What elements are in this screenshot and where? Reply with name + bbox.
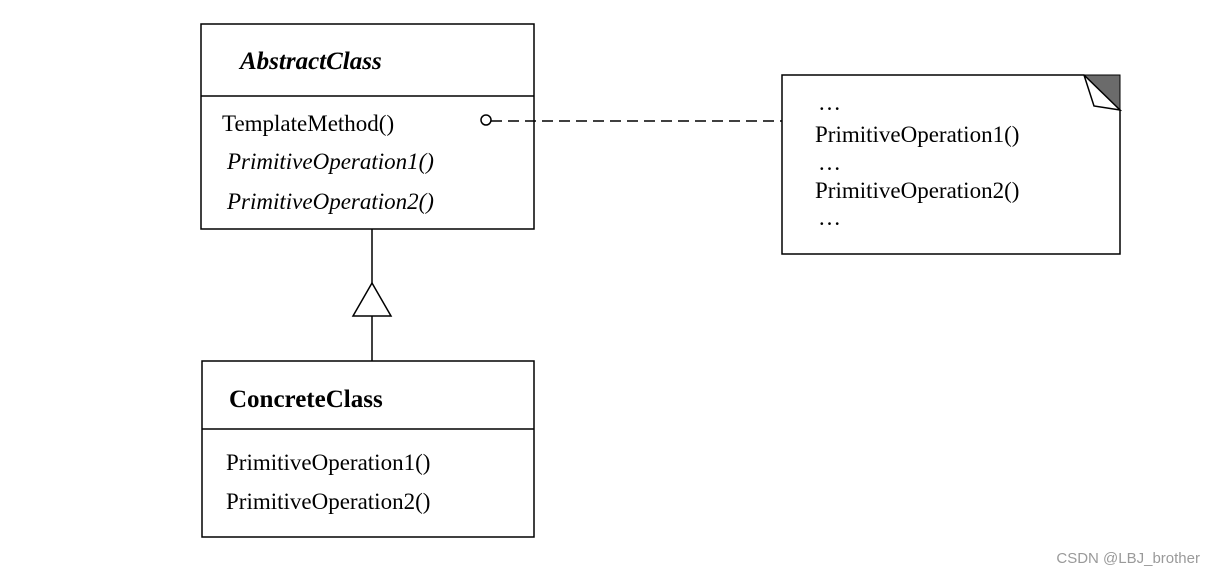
abstract-class-op-primitive-1: PrimitiveOperation1() [226, 149, 434, 174]
concrete-class-box: ConcreteClass PrimitiveOperation1() Prim… [201, 360, 535, 538]
note-box: … PrimitiveOperation1() … PrimitiveOpera… [781, 74, 1123, 255]
concrete-class-op-primitive-1: PrimitiveOperation1() [226, 450, 430, 475]
note-anchor-circle [480, 114, 492, 126]
note-line-primitive-2: PrimitiveOperation2() [815, 178, 1019, 203]
abstract-class-frame [200, 23, 535, 230]
note-frame [781, 74, 1121, 255]
concrete-class-frame [201, 360, 535, 538]
concrete-class-name: ConcreteClass [229, 386, 383, 413]
abstract-class-name: AbstractClass [238, 48, 382, 75]
abstract-class-op-primitive-2: PrimitiveOperation2() [226, 189, 434, 214]
note-folded-corner-flap [1083, 74, 1123, 112]
note-connector [480, 114, 782, 126]
inheritance-arrow [351, 229, 393, 361]
inheritance-triangle-head [351, 281, 393, 317]
watermark: CSDN @LBJ_brother [1056, 550, 1200, 567]
abstract-class-op-template-method: TemplateMethod() [222, 111, 394, 136]
note-line-primitive-1: PrimitiveOperation1() [815, 122, 1019, 147]
concrete-class-op-primitive-2: PrimitiveOperation2() [226, 489, 430, 514]
abstract-class-box: AbstractClass TemplateMethod() Primitive… [200, 23, 535, 230]
note-line-ellipsis-1: … [818, 90, 841, 115]
note-line-ellipsis-3: … [818, 205, 841, 230]
note-line-ellipsis-2: … [818, 150, 841, 175]
